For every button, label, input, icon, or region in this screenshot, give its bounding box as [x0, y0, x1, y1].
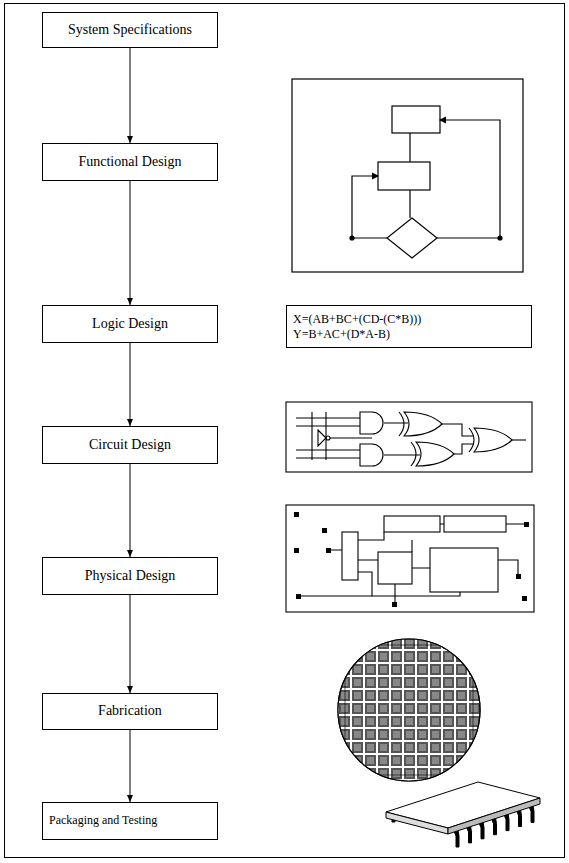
equation-text: X=(AB+BC+(CD-(C*B))) — [293, 312, 421, 327]
box-label: Packaging and Testing — [49, 814, 157, 828]
chip-leg — [479, 822, 484, 839]
chip-leg — [467, 826, 472, 843]
chip-package-illustration — [386, 782, 540, 847]
chip-leg — [504, 814, 509, 831]
process-box: Fabrication — [42, 693, 218, 730]
box-label: Logic Design — [92, 316, 168, 332]
process-box: Physical Design — [42, 557, 218, 595]
process-box: Packaging and Testing — [42, 802, 218, 840]
box-label: Circuit Design — [89, 437, 171, 453]
chip-leg — [492, 818, 497, 835]
flowchart-illustration — [292, 79, 523, 272]
layout-illustration — [286, 505, 534, 612]
flow-arrow — [130, 48, 131, 143]
chip-leg — [517, 810, 522, 827]
process-box: Functional Design — [42, 143, 218, 181]
chip-leg — [529, 805, 534, 822]
chip-leg — [454, 830, 459, 847]
flow-arrow — [130, 181, 131, 305]
wafer-illustration — [337, 638, 481, 782]
flow-arrow — [130, 464, 131, 557]
process-box: System Specifications — [42, 12, 218, 48]
process-box: Logic Design — [42, 305, 218, 343]
process-box: Circuit Design — [42, 426, 218, 464]
equation-text: Y=B+AC+(D*A-B) — [293, 327, 390, 342]
flow-arrow — [130, 595, 131, 693]
box-label: System Specifications — [68, 22, 192, 38]
flow-arrow — [130, 343, 131, 426]
box-label: Physical Design — [85, 568, 176, 584]
box-label: Fabrication — [98, 703, 162, 719]
equation-box: X=(AB+BC+(CD-(C*B)))Y=B+AC+(D*A-B) — [286, 305, 532, 348]
box-label: Functional Design — [78, 154, 181, 170]
flow-arrow — [130, 730, 131, 802]
gate-schematic-illustration — [286, 402, 532, 472]
